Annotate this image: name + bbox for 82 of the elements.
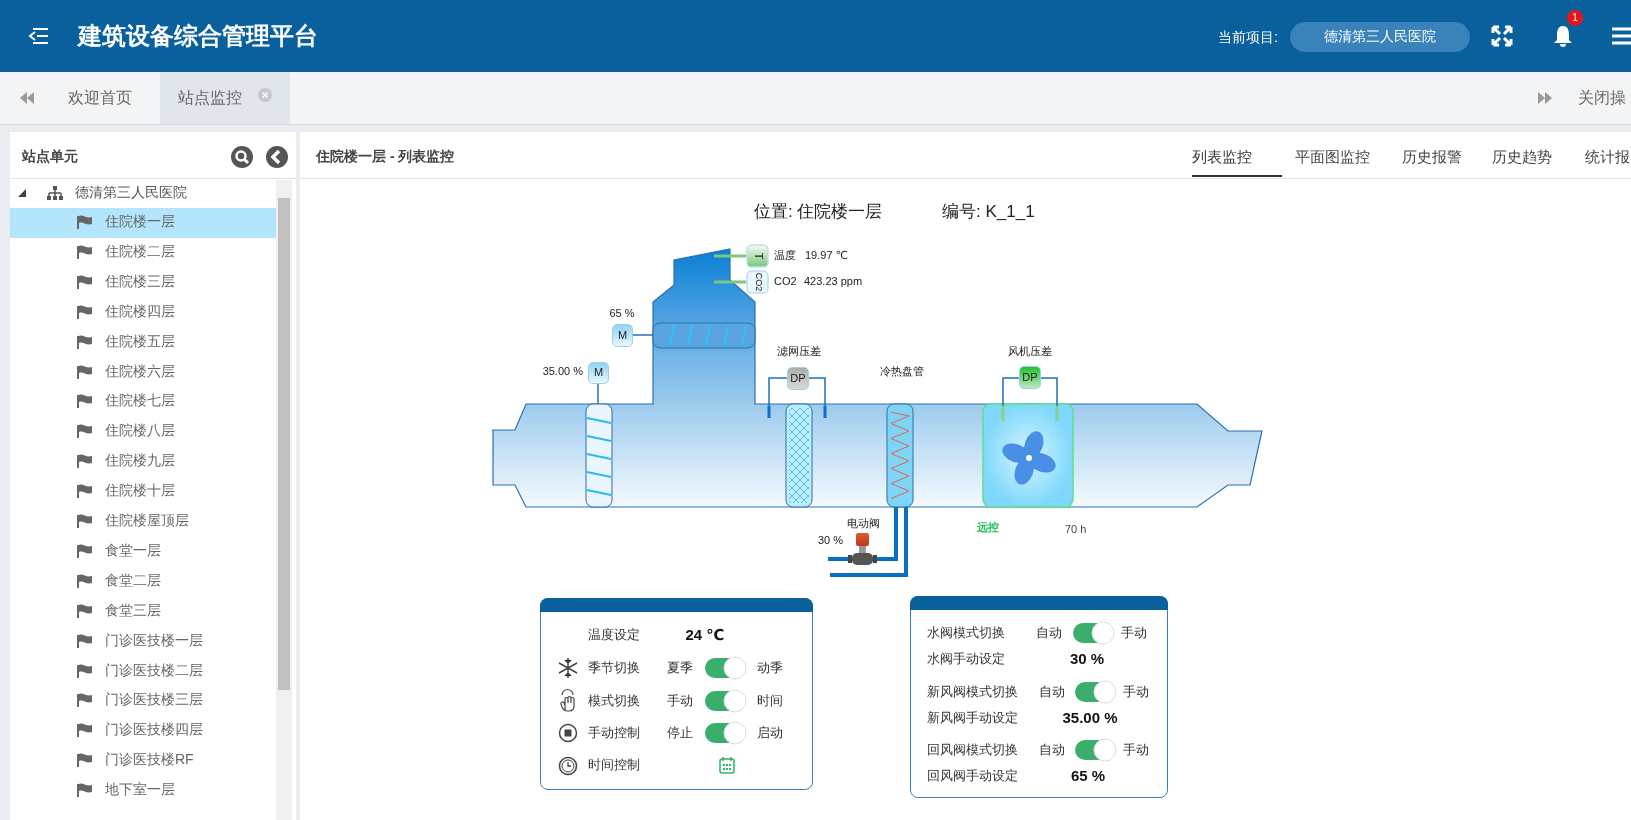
setting-label: 回风阀手动设定 [927, 767, 1018, 785]
switch-option: 手动 [1121, 624, 1147, 642]
tree-item-label: 住院楼一层 [105, 213, 175, 231]
switch-option: 手动 [1123, 683, 1149, 701]
actuator-indicator: M [612, 324, 633, 347]
setting-label: 新风阀模式切换 [927, 683, 1018, 701]
setting-label: 季节切换 [588, 659, 640, 677]
setpoint-value: 35.00 % [1062, 708, 1118, 728]
tree-root-label: 德清第三人民医院 [75, 184, 187, 202]
tree-item-label: 门诊医技楼RF [105, 751, 194, 769]
project-selector: 德清第三人民医院 [1290, 22, 1470, 52]
tree-item-label: 食堂一层 [105, 542, 161, 560]
tree-item-label: 门诊医技楼二层 [105, 661, 203, 680]
tree-item-label: 住院楼八层 [105, 422, 175, 441]
tree-item-label: 住院楼三层 [105, 273, 175, 291]
setting-label: 温度设定 [588, 626, 640, 644]
component-label: 滤网压差 [777, 345, 821, 359]
pressure-sensor-indicator: DP [1019, 366, 1041, 389]
unit-id-text: 编号: K_1_1 [942, 201, 1035, 223]
damper-opening-value: 35.00 % [542, 365, 583, 379]
switch-option: 停止 [667, 724, 693, 742]
panel-heading: 站点单元 [22, 148, 78, 166]
switch-option: 时间 [757, 692, 783, 710]
setting-label: 新风阀手动设定 [927, 709, 1018, 727]
temperature-sensor-indicator: T [746, 244, 769, 268]
tree-item-label: 食堂二层 [105, 572, 161, 590]
sensor-label: 温度 [774, 249, 796, 263]
switch-option: 手动 [667, 692, 693, 710]
runtime-value: 70 h [1065, 523, 1087, 537]
tree-item-label: 门诊医技楼四层 [105, 721, 203, 740]
status-text: 远控 [977, 521, 999, 535]
component-label: 冷热盘管 [880, 365, 924, 379]
location-text: 位置: 住院楼一层 [754, 201, 883, 223]
switch-option: 自动 [1036, 624, 1062, 642]
setpoint-value: 24 ℃ [685, 625, 725, 645]
tree-item-label: 住院楼屋顶层 [105, 512, 189, 530]
switch-option: 自动 [1039, 683, 1065, 701]
project-label: 当前项目: [1218, 29, 1278, 47]
sensor-label: CO2 [774, 275, 797, 289]
switch-option: 启动 [757, 724, 783, 742]
tab-link: 欢迎首页 [68, 88, 132, 108]
sensor-value: 423.23 ppm [804, 275, 863, 289]
tree-item-label: 门诊医技楼一层 [105, 631, 203, 650]
tree-item-label: 住院楼六层 [105, 362, 175, 381]
setting-label: 模式切换 [588, 692, 640, 710]
tree-item-label: 住院楼十层 [105, 482, 175, 500]
switch-option: 夏季 [667, 659, 693, 677]
tree-item-label: 住院楼五层 [105, 332, 175, 351]
app-title: 建筑设备综合管理平台 [78, 21, 318, 51]
sensor-value: 19.97 ℃ [805, 249, 848, 263]
tree-item-label: 地下室一层 [105, 781, 175, 799]
setpoint-value: 65 % [1070, 766, 1106, 786]
active-tab: 站点监控 [160, 72, 290, 124]
actuator-indicator: M [588, 362, 609, 384]
tab-link: 关闭操 [1578, 88, 1626, 108]
setting-label: 手动控制 [588, 724, 640, 742]
tree-item-label: 门诊医技楼三层 [105, 691, 203, 710]
tab-link: 历史报警 [1402, 147, 1462, 167]
tree-item-label: 住院楼二层 [105, 243, 175, 261]
switch-option: 手动 [1123, 741, 1149, 759]
tab-link: 列表监控 [1192, 147, 1252, 167]
damper-opening-value: 65 % [609, 307, 635, 321]
tree-item-label: 食堂三层 [105, 601, 161, 620]
setpoint-value: 30 % [1069, 649, 1105, 669]
setting-label: 回风阀模式切换 [927, 741, 1018, 759]
tree-item-label: 住院楼九层 [105, 452, 175, 470]
valve-opening-value: 30 % [817, 534, 843, 548]
tree-item-label: 住院楼四层 [105, 302, 175, 321]
breadcrumb-title: 住院楼一层 - 列表监控 [316, 148, 455, 166]
component-label: 风机压差 [1008, 345, 1052, 359]
switch-option: 自动 [1039, 741, 1065, 759]
setting-label: 水阀手动设定 [927, 650, 1005, 668]
tree-item-label: 住院楼七层 [105, 392, 175, 411]
co2-sensor-indicator: CO2 [746, 270, 769, 294]
setting-label: 时间控制 [588, 756, 640, 774]
tab-link: 平面图监控 [1295, 147, 1370, 167]
tab-link: 历史趋势 [1492, 147, 1552, 167]
component-label: 电动阀 [846, 517, 880, 531]
setting-label: 水阀模式切换 [927, 624, 1005, 642]
tab-link: 统计报 [1585, 147, 1630, 167]
switch-option: 动季 [757, 659, 783, 677]
pressure-sensor-indicator: DP [787, 367, 809, 390]
